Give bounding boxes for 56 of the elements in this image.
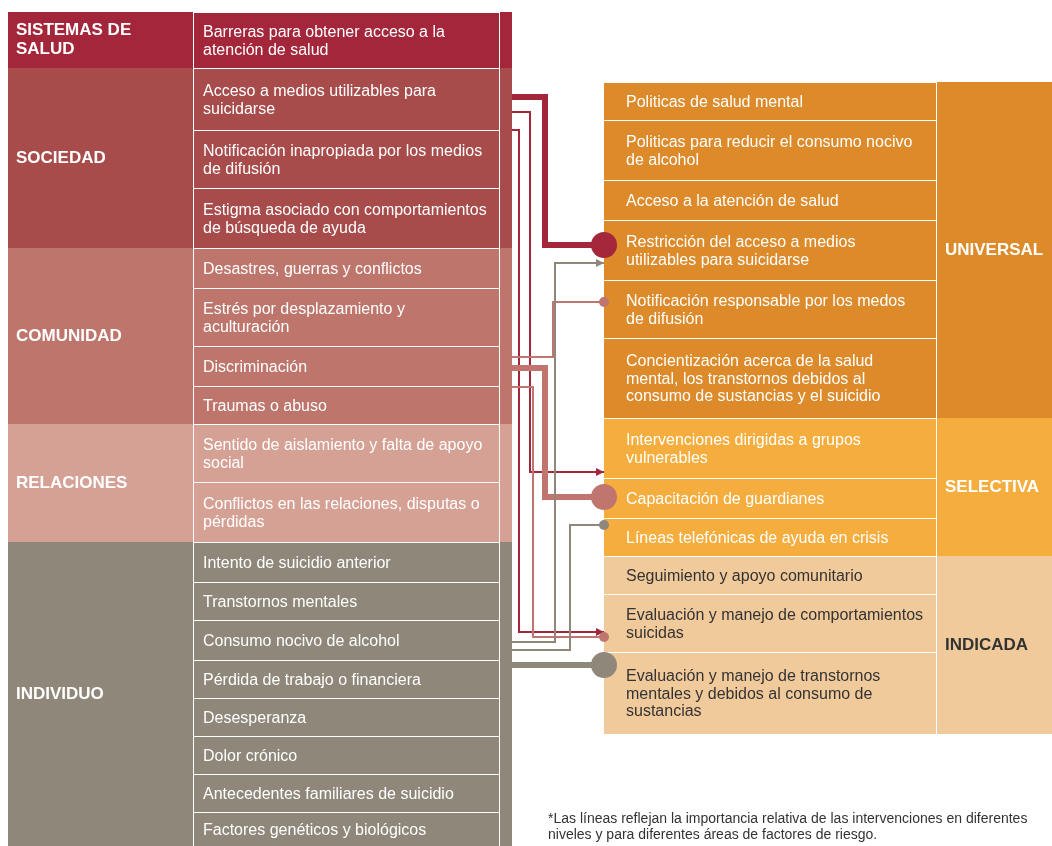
footnote: *Las líneas reflejan la importancia relativa de las intervenciones en diferentes niveles y para diferentes áreas de factores de riesgo. [548,810,1029,843]
intervention-row: Evaluación y manejo de transtornos mentales y debidos al consumo de sustancias [604,652,937,734]
connector-line [512,652,617,678]
risk-factor-row: Dolor crónico [193,736,500,774]
connector-line [511,111,605,476]
risk-factor-row: Conflictos en las relaciones, disputas o pérdidas [193,482,500,542]
category-label: SOCIEDAD [15,146,107,169]
category-band [8,424,512,542]
category-label: RELACIONES [15,471,129,494]
risk-factor-row: Antecedentes familiares de suicidio [193,774,500,812]
category-band [8,12,512,68]
risk-factor-row: Traumas o abuso [193,386,500,424]
risk-factor-row: Factores genéticos y biológicos [193,812,500,846]
risk-factor-row: Desastres, guerras y conflictos [193,248,500,288]
intervention-row: Concientización acerca de la salud mental, los transtornos debidos al consumo de sustancias y el suicidio [604,338,937,418]
intervention-row: Politicas de salud mental [604,82,937,120]
category-label: COMUNIDAD [15,324,123,347]
risk-factor-row: Notificación inapropiada por los medios de difusión [193,130,500,188]
intervention-row: Líneas telefónicas de ayuda en crisis [604,518,937,556]
risk-factor-row: Intento de suicidio anterior [193,542,500,582]
connector-line [511,129,605,636]
intervention-row: Intervenciones dirigidas a grupos vulnerables [604,418,937,478]
intervention-row: Restricción del acceso a medios utilizables para suicidarse [604,220,937,280]
risk-factor-row: Transtornos mentales [193,582,500,620]
risk-factor-row: Desesperanza [193,698,500,736]
category-label: SELECTIVA [944,475,1041,498]
risk-factor-row: Estrés por desplazamiento y aculturación [193,288,500,346]
intervention-row: Evaluación y manejo de comportamientos suicidas [604,594,937,652]
risk-factor-row: Barreras para obtener acceso a la atención de salud [193,12,500,68]
intervention-row: Seguimiento y apoyo comunitario [604,556,937,594]
category-band [8,542,512,846]
risk-factor-row: Sentido de aislamiento y falta de apoyo social [193,424,500,482]
category-label: INDIVIDUO [15,682,105,705]
category-band [604,82,1052,418]
connector-line [512,365,617,510]
category-band [604,418,1052,556]
intervention-row: Politicas para reducir el consumo nocivo de alcohol [604,120,937,180]
connector-line [511,259,605,643]
intervention-row: Acceso a la atención de salud [604,180,937,220]
category-label: INDICADA [944,633,1030,656]
connector-line [511,386,609,642]
risk-factor-row: Estigma asociado con comportamientos de búsqueda de ayuda [193,188,500,248]
category-label: SISTEMAS DE SALUD [15,19,133,60]
risk-factor-row: Consumo nocivo de alcohol [193,620,500,660]
connector-line [511,297,609,358]
connector-line [511,520,609,651]
risk-factor-row: Acceso a medios utilizables para suicidarse [193,68,500,130]
connector-line [512,94,617,258]
category-band [8,248,512,424]
category-band [604,556,1052,734]
category-label: UNIVERSAL [944,238,1045,261]
risk-factor-row: Discriminación [193,346,500,386]
category-band [8,68,512,248]
intervention-row: Notificación responsable por los medos de difusión [604,280,937,338]
risk-factor-row: Pérdida de trabajo o financiera [193,660,500,698]
intervention-row: Capacitación de guardianes [604,478,937,518]
